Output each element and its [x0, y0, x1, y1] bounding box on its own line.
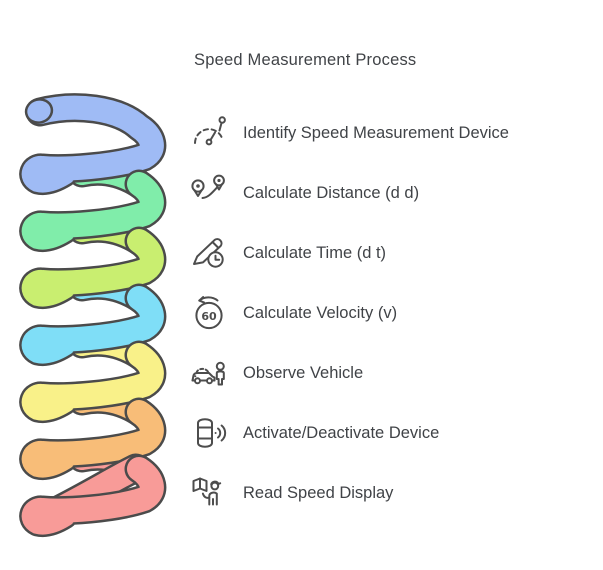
- item-label: Calculate Time (d t): [243, 243, 387, 262]
- device-signal-icon: [186, 407, 232, 459]
- item-label: Activate/Deactivate Device: [243, 423, 440, 442]
- speedometer-icon: [186, 107, 232, 159]
- item-label: Calculate Velocity (v): [243, 303, 398, 322]
- list-item: Activate/Deactivate Device: [186, 403, 586, 463]
- item-label: Calculate Distance (d d): [243, 183, 420, 202]
- route-pins-icon: [186, 167, 232, 219]
- item-label: Read Speed Display: [243, 483, 394, 502]
- map-reader-icon: [186, 467, 232, 519]
- page-title: Speed Measurement Process: [194, 51, 417, 69]
- process-step-list: Identify Speed Measurement Device Calcul…: [186, 103, 586, 523]
- list-item: Identify Speed Measurement Device: [186, 103, 586, 163]
- car-person-icon: [186, 347, 232, 399]
- item-label: Observe Vehicle: [243, 363, 364, 382]
- velocity-badge-text: 60: [201, 310, 217, 323]
- speed-dial-icon: 60: [186, 287, 232, 339]
- list-item: 60 Calculate Velocity (v): [186, 283, 586, 343]
- list-item: Observe Vehicle: [186, 343, 586, 403]
- list-item: Calculate Time (d t): [186, 223, 586, 283]
- pencil-clock-icon: [186, 227, 232, 279]
- list-item: Read Speed Display: [186, 463, 586, 523]
- item-label: Identify Speed Measurement Device: [243, 123, 509, 142]
- list-item: Calculate Distance (d d): [186, 163, 586, 223]
